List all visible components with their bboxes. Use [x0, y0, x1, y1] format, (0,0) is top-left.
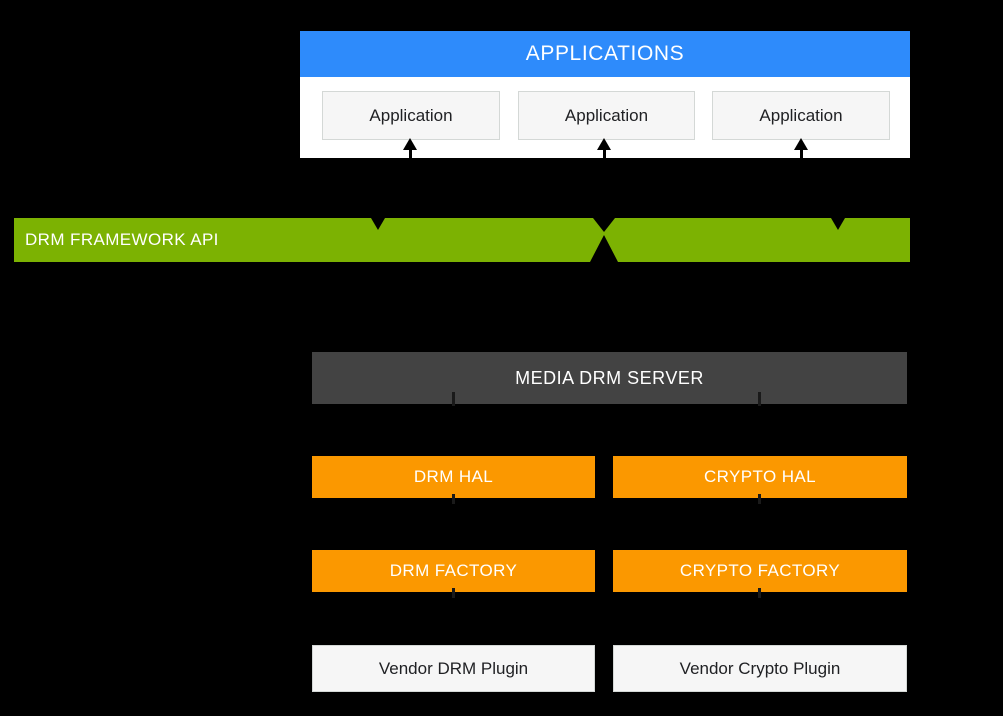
drm-framework-api-bar: DRM FRAMEWORK API [14, 218, 910, 262]
application-box-1[interactable]: Application [322, 91, 500, 140]
drm-factory-block[interactable]: DRM FACTORY [312, 550, 595, 592]
media-drm-server-block[interactable]: MEDIA DRM SERVER [312, 352, 907, 404]
crypto-factory-block[interactable]: CRYPTO FACTORY [613, 550, 907, 592]
application-box-2[interactable]: Application [518, 91, 695, 140]
connector-crypto-hal-to-crypto-factory [758, 494, 761, 504]
crypto-hal-block[interactable]: CRYPTO HAL [613, 456, 907, 498]
connector-crypto-factory-to-vendor-crypto-plugin [758, 588, 761, 598]
application-box-3[interactable]: Application [712, 91, 890, 140]
vendor-drm-plugin-block[interactable]: Vendor DRM Plugin [312, 645, 595, 692]
drm-hal-block[interactable]: DRM HAL [312, 456, 595, 498]
drm-framework-api-label: DRM FRAMEWORK API [25, 230, 219, 249]
connector-drm-factory-to-vendor-drm-plugin [452, 588, 455, 598]
applications-group: APPLICATIONS Application Application App… [300, 31, 910, 158]
vendor-crypto-plugin-block[interactable]: Vendor Crypto Plugin [613, 645, 907, 692]
connector-server-to-crypto-hal [758, 392, 761, 406]
applications-header: APPLICATIONS [300, 31, 910, 77]
connector-server-to-drm-hal [452, 392, 455, 406]
connector-framework-notch-up [590, 235, 618, 262]
connector-drm-hal-to-drm-factory [452, 494, 455, 504]
